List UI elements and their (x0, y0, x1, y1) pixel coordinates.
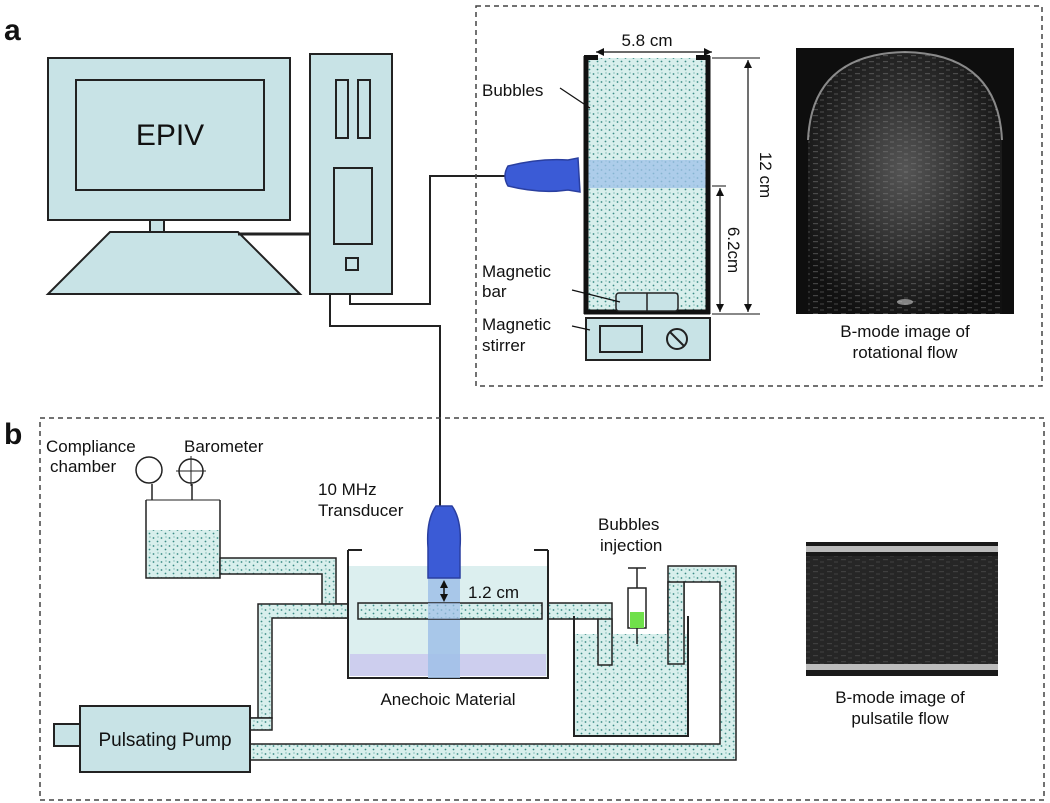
barometer-gauge-icon (176, 456, 206, 486)
computer-tower (309, 53, 393, 295)
pulsating-pump (53, 705, 251, 773)
anechoic-label: Anechoic Material (380, 690, 515, 709)
compliance-chamber (145, 484, 221, 579)
panel-a-frame (475, 5, 1043, 387)
magnetic-stirrer-label-2: stirrer (482, 336, 526, 355)
compliance-label-2: chamber (50, 457, 116, 476)
mid-height-label: 6.2cm (724, 227, 743, 273)
magnetic-bar-label-2: bar (482, 282, 507, 301)
magnetic-bar (615, 292, 679, 312)
computer-label: EPIV (136, 119, 204, 152)
width-label: 5.8 cm (621, 31, 672, 50)
barometer-label: Barometer (184, 437, 264, 456)
bmode-caption-b-1: B-mode image of (835, 688, 965, 707)
bmode-caption-a-2: rotational flow (853, 343, 959, 362)
bmode-caption-a-1: B-mode image of (840, 322, 970, 341)
bubbles-injection-label-1: Bubbles (598, 515, 659, 534)
compliance-bulb-icon (135, 456, 163, 484)
panel-a-letter: a (4, 14, 21, 47)
syringe-icon (627, 567, 647, 644)
magnetic-stirrer (585, 317, 711, 361)
bmode-caption-b-2: pulsatile flow (851, 709, 949, 728)
computer-monitor: EPIV (45, 57, 303, 295)
water-tank (347, 549, 549, 679)
transducer-cable-a (349, 175, 510, 305)
rotational-flow-tank (583, 55, 711, 315)
transducer-b (426, 505, 462, 579)
bubbles-label: Bubbles (482, 81, 543, 100)
distance-label: 1.2 cm (468, 583, 519, 602)
pump-label: Pulsating Pump (98, 730, 231, 751)
bmode-image-pulsatile (806, 542, 998, 676)
magnetic-bar-label-1: Magnetic (482, 262, 551, 281)
compliance-label-1: Compliance (46, 437, 136, 456)
magnetic-stirrer-label-1: Magnetic (482, 315, 551, 334)
transducer-label-1: 10 MHz (318, 480, 377, 499)
bmode-image-rotational (796, 48, 1014, 314)
bubbles-injection-label-2: injection (600, 536, 662, 555)
panel-b-letter: b (4, 418, 22, 451)
height-label: 12 cm (756, 152, 775, 198)
transducer-label-2: Transducer (318, 501, 404, 520)
transducer-cable-b (329, 294, 441, 508)
transducer-a (504, 157, 581, 193)
